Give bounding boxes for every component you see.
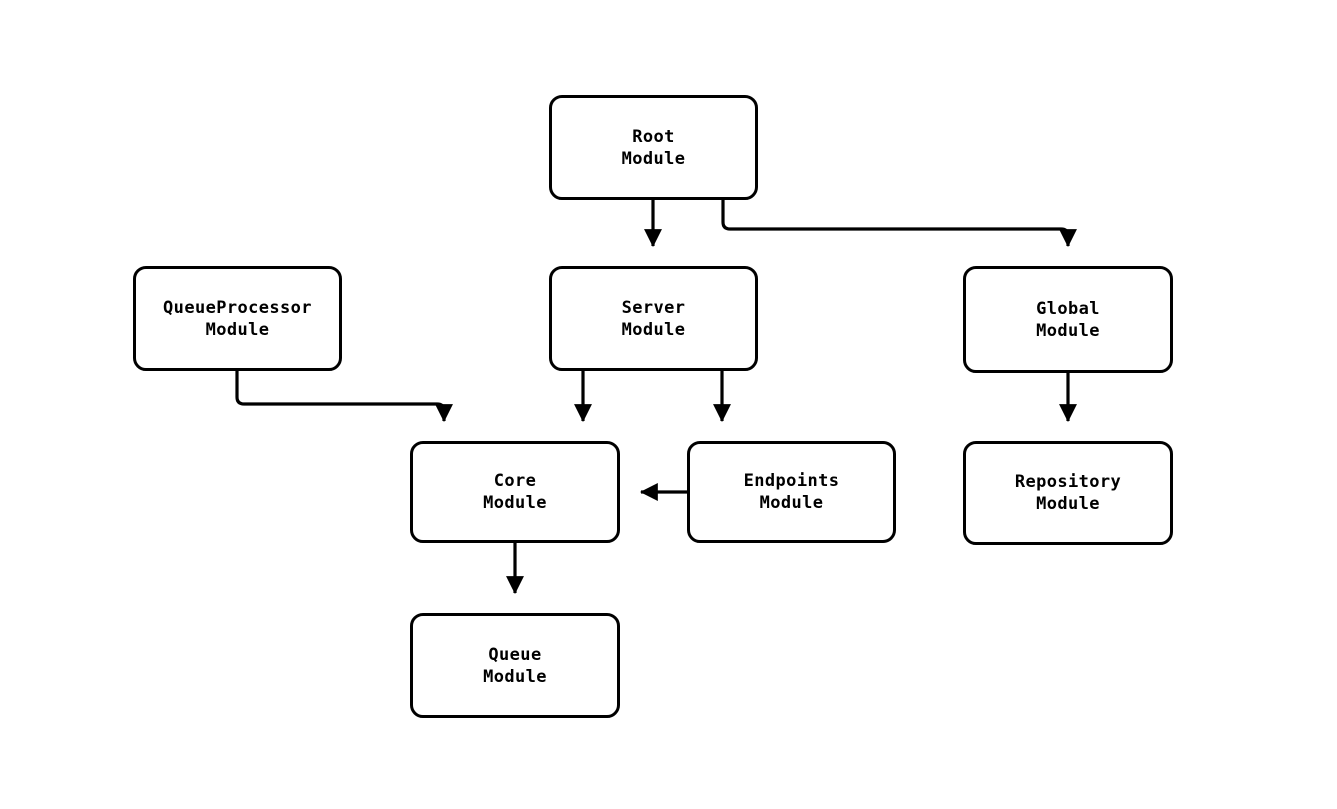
node-queueprocessor-module[interactable]: QueueProcessor Module — [133, 266, 342, 371]
node-label-server-module: Server Module — [621, 297, 686, 340]
node-label-root-module: Root Module — [621, 126, 686, 169]
edge-root-to-global — [721, 200, 1077, 248]
node-label-queueprocessor-module: QueueProcessor Module — [163, 297, 312, 340]
node-label-global-module: Global Module — [1036, 298, 1100, 341]
node-queue-module[interactable]: Queue Module — [410, 613, 620, 718]
node-repository-module[interactable]: Repository Module — [963, 441, 1173, 545]
node-endpoints-module[interactable]: Endpoints Module — [687, 441, 896, 543]
node-core-module[interactable]: Core Module — [410, 441, 620, 543]
edge-queueprocessor-to-core — [235, 371, 453, 423]
node-root-module[interactable]: Root Module — [549, 95, 758, 200]
node-label-queue-module: Queue Module — [483, 644, 547, 687]
node-label-endpoints-module: Endpoints Module — [743, 471, 840, 513]
node-global-module[interactable]: Global Module — [963, 266, 1173, 373]
node-server-module[interactable]: Server Module — [549, 266, 758, 371]
node-label-repository-module: Repository Module — [1014, 472, 1122, 514]
node-label-core-module: Core Module — [483, 471, 547, 513]
